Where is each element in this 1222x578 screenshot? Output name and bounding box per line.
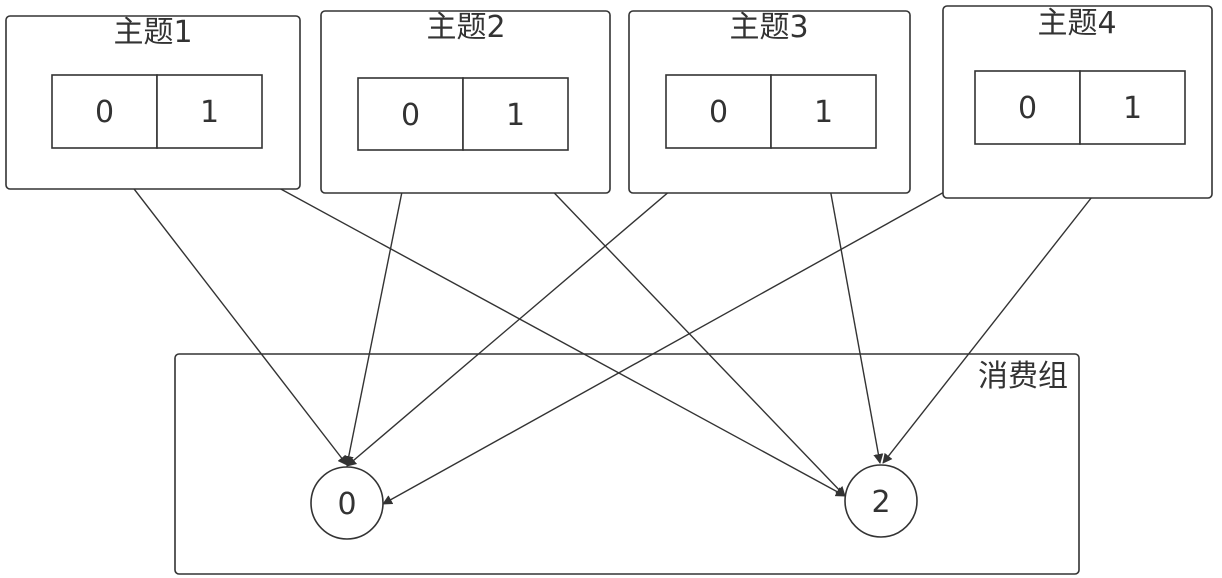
topic-3-partition-0-label: 0 (709, 95, 728, 130)
topic-4-title: 主题4 (1037, 6, 1116, 41)
topic-4-partition-0-label: 0 (1018, 91, 1037, 126)
topic-3-partition-1-label: 1 (814, 95, 833, 130)
edge-topic-4-partition-1 (882, 145, 1133, 464)
topic-1-partition-1-label: 1 (200, 95, 219, 130)
consumer-0: 0 (310, 466, 384, 540)
topic-1-partition-0 (51, 74, 158, 149)
topic-2-partition-0-label: 0 (401, 98, 420, 133)
consumer-group-label: 消费组 (978, 359, 1068, 394)
edge-topic-3-partition-0 (346, 149, 719, 467)
topic-1-title: 主题1 (113, 15, 192, 50)
topic-3: 主题3 0 1 (628, 10, 911, 194)
edge-topic-3-partition-1 (822, 149, 884, 464)
topic-3-partition-0 (665, 74, 772, 149)
topic-3-title: 主题3 (729, 10, 808, 45)
topic-2-partition-0 (357, 77, 464, 151)
consumer-2-label: 2 (871, 485, 890, 520)
topic-1-partition-0-label: 0 (95, 95, 114, 130)
topic-4: 主题4 0 1 (942, 5, 1213, 199)
topic-4-partition-1-label: 1 (1123, 91, 1142, 126)
topic-2-title: 主题2 (426, 10, 505, 45)
topic-2: 主题2 0 1 (320, 10, 611, 194)
topic-1: 主题1 0 1 (5, 15, 301, 190)
edge-topic-2-partition-1 (514, 151, 846, 497)
topic-2-partition-1 (462, 77, 569, 151)
edge-topic-4-partition-0 (382, 145, 1028, 505)
consumer-0-label: 0 (337, 487, 356, 522)
consumer-2-node (844, 464, 918, 538)
consumer-0-node (310, 466, 384, 540)
assignment-edges (103, 145, 1133, 505)
consumer-2: 2 (844, 464, 918, 538)
edge-topic-1-partition-0 (103, 149, 348, 466)
topic-2-partition-1-label: 1 (506, 98, 525, 133)
edge-topic-1-partition-1 (208, 149, 846, 497)
edge-topic-2-partition-0 (343, 151, 411, 466)
topic-3-partition-1 (770, 74, 877, 149)
topic-1-partition-1 (156, 74, 263, 149)
topic-4-partition-1 (1079, 70, 1186, 145)
topic-4-partition-0 (974, 70, 1081, 145)
